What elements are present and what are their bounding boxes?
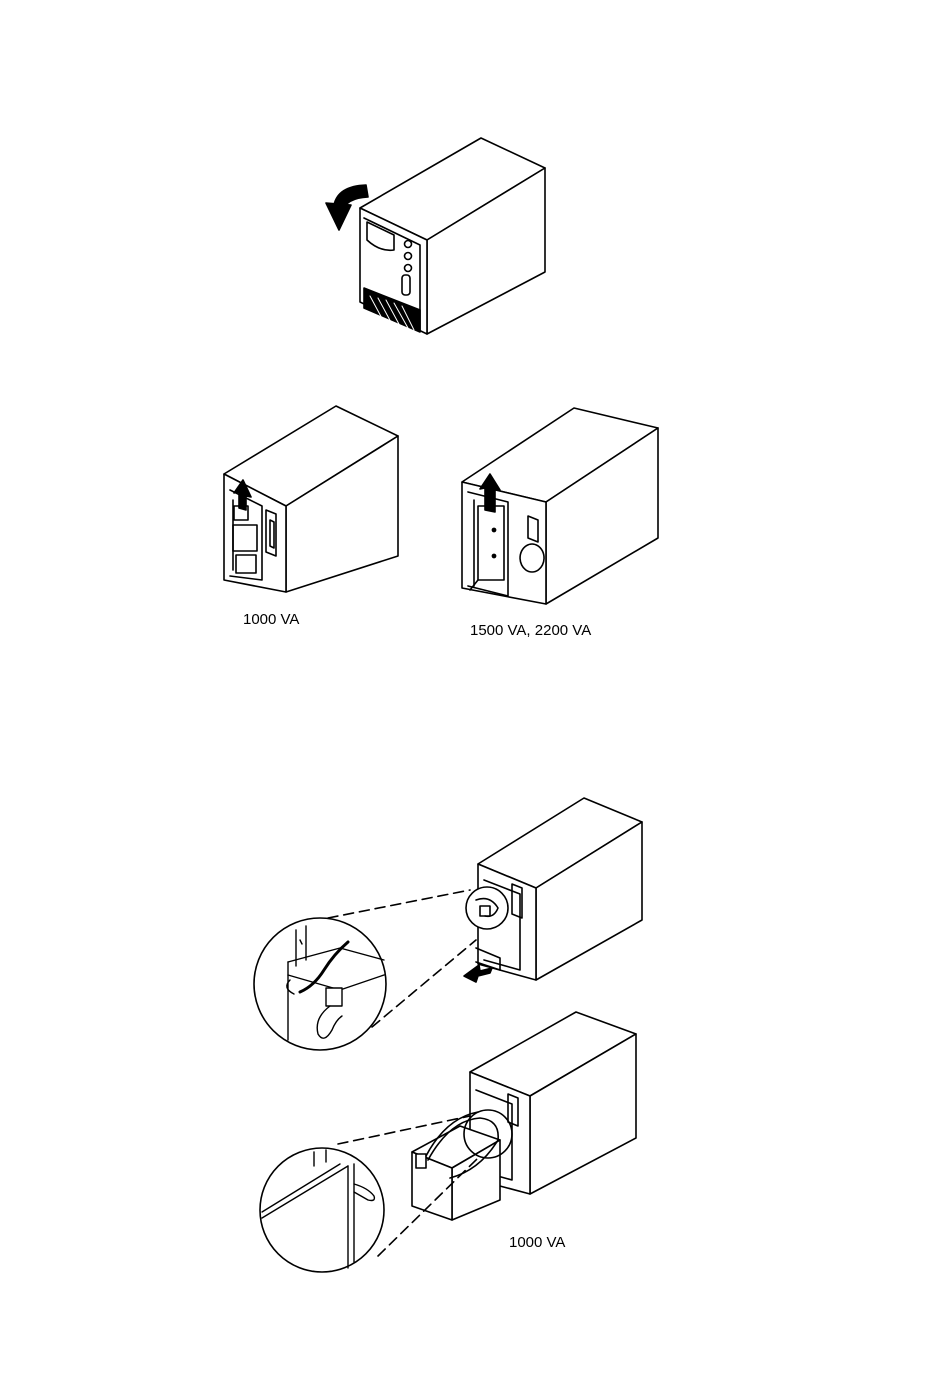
pull-arrow-icon <box>464 965 492 982</box>
ups-1500-2200va-rear <box>462 408 658 604</box>
label-1000va: 1000 VA <box>243 611 299 628</box>
ups-front-bezel-removal <box>326 138 545 334</box>
label-1500va-2200va: 1500 VA, 2200 VA <box>470 622 591 639</box>
ups-battery-removed <box>260 1012 636 1272</box>
label-1000va-battery: 1000 VA <box>509 1234 565 1251</box>
ups-1000va-rear <box>224 406 398 592</box>
ups-battery-disconnect <box>254 798 642 1050</box>
